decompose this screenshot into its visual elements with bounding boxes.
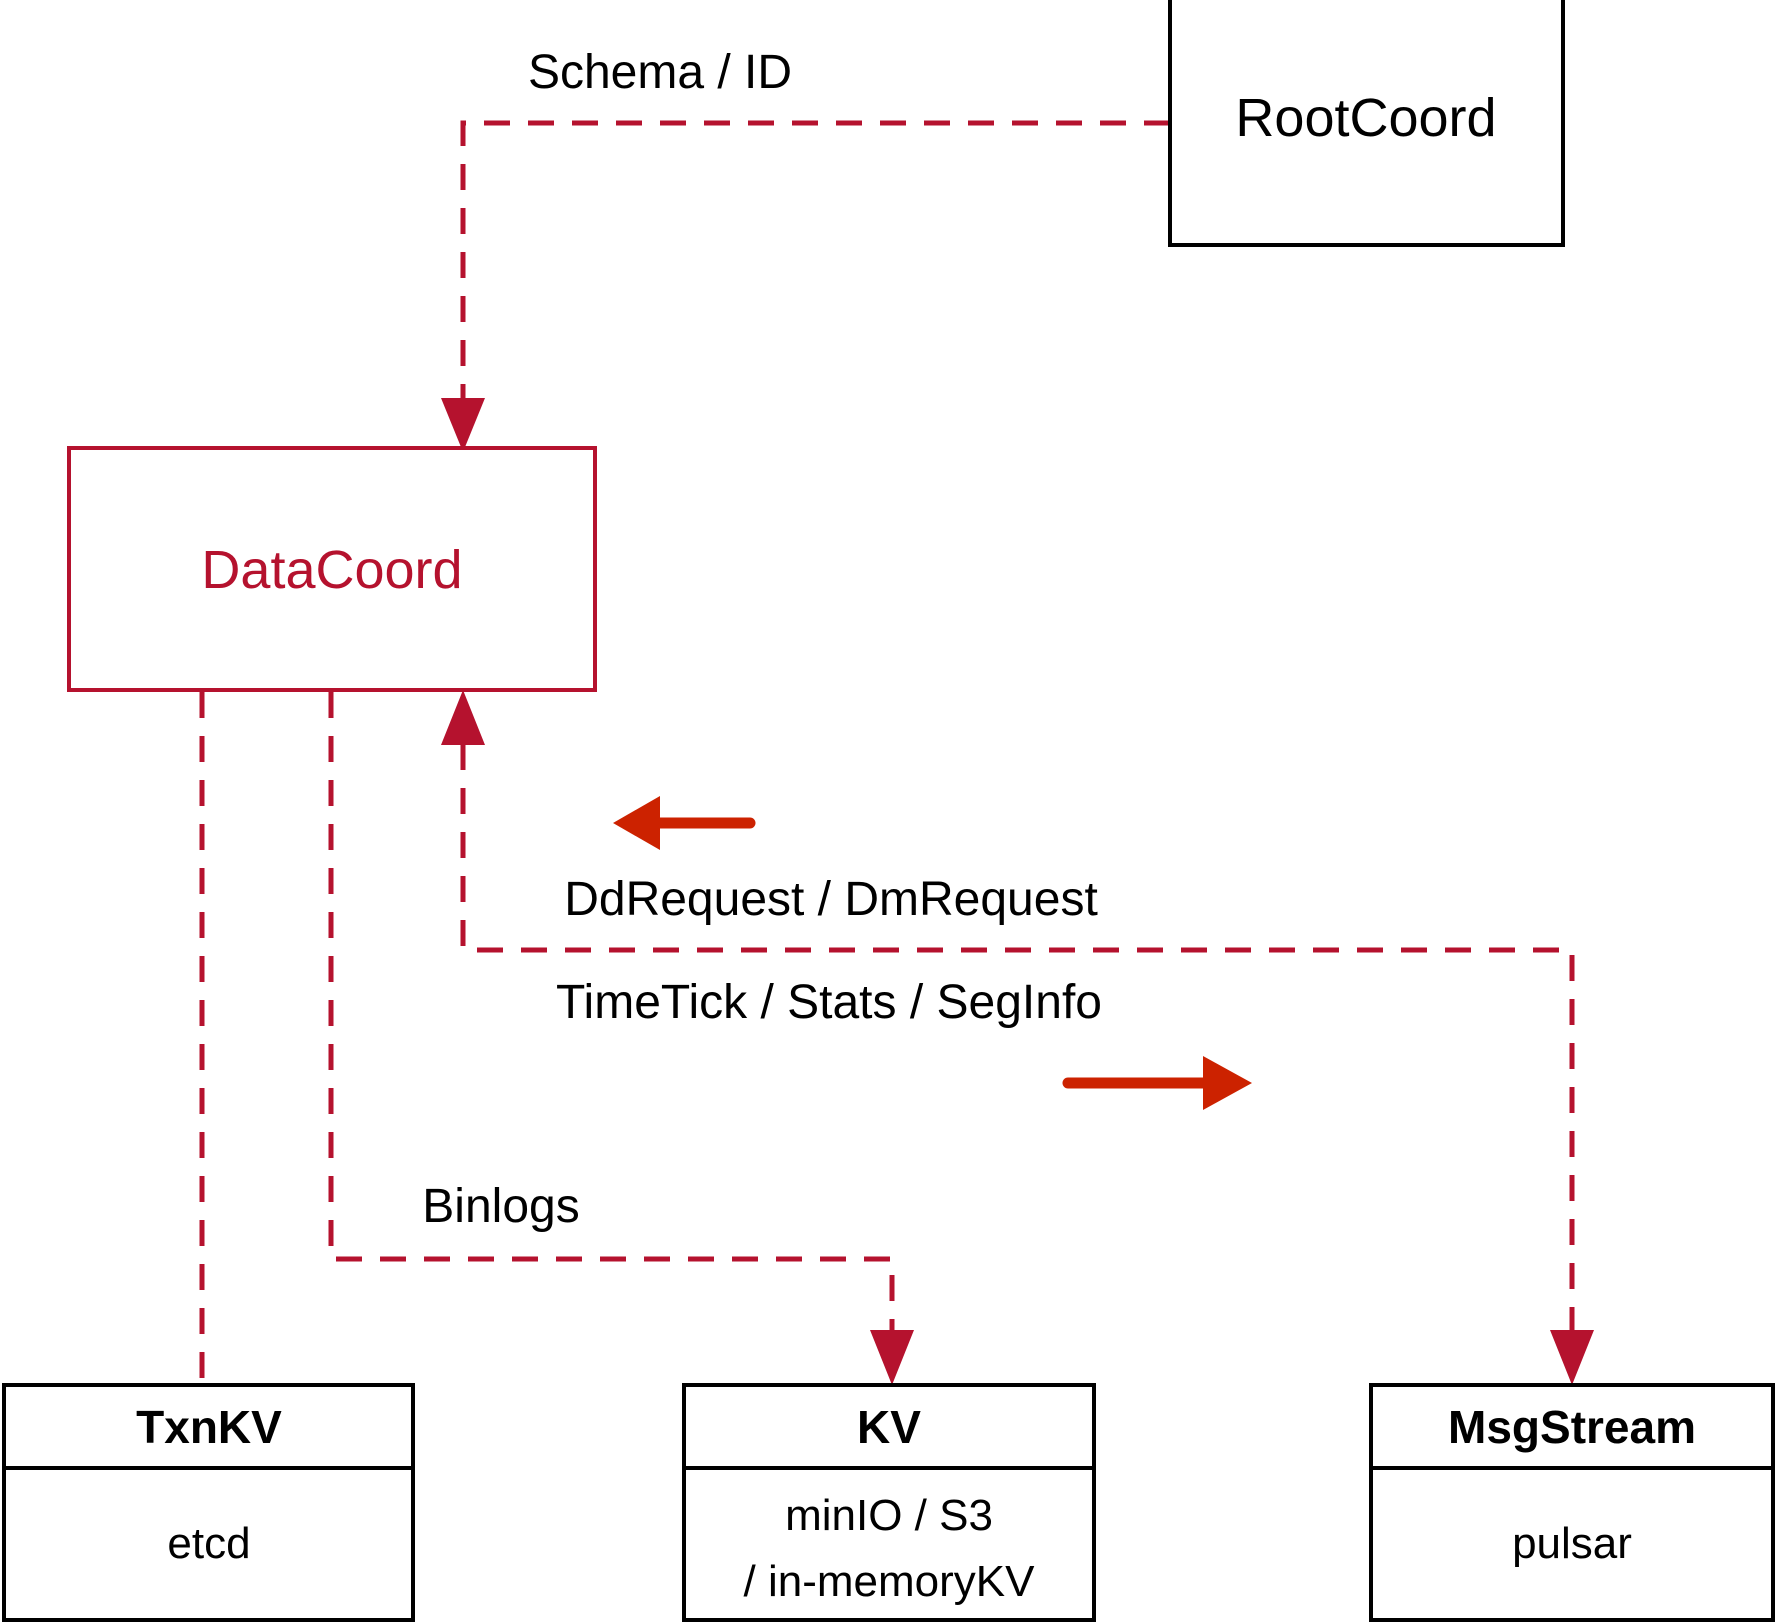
flow-arrow-left [613,796,756,850]
node-kv-sub-1: minIO / S3 [785,1491,993,1540]
edge-schema-id [441,120,1170,452]
edge-label-dd-dm-request: DdRequest / DmRequest [564,873,1098,926]
node-kv-sub-2: / in-memoryKV [744,1557,1036,1606]
edge-msgstream-link [441,690,1594,1385]
edge-schema-id-arrowhead [441,398,485,452]
node-rootcoord-label: RootCoord [1235,88,1496,148]
flow-arrow-right [1062,1056,1252,1110]
node-txnkv-title: TxnKV [136,1401,282,1453]
edge-binlogs-link [328,692,914,1385]
edge-datacoord-inbound-arrowhead [441,690,485,745]
node-kv[interactable]: KV minIO / S3 / in-memoryKV [682,1383,1096,1622]
edge-schema-id-path [460,120,1170,420]
node-datacoord-label: DataCoord [201,540,462,600]
edge-msgstream-path [460,700,1575,1352]
node-datacoord[interactable]: DataCoord [67,446,597,692]
node-rootcoord[interactable]: RootCoord [1168,0,1565,247]
node-msgstream-title: MsgStream [1448,1401,1696,1453]
edge-binlogs-path [328,692,895,1352]
node-msgstream-sub-1: pulsar [1512,1519,1632,1568]
edge-label-schema-id: Schema / ID [528,46,792,99]
node-kv-title: KV [857,1401,921,1453]
node-kv-box [682,1383,1096,1622]
node-datacoord-box [67,446,597,692]
node-txnkv-box [2,1383,415,1622]
edge-label-timetick-stats-seginfo: TimeTick / Stats / SegInfo [556,976,1102,1029]
node-msgstream[interactable]: MsgStream pulsar [1369,1383,1775,1622]
flow-arrow-right-head [1203,1056,1252,1110]
node-txnkv-sub-1: etcd [167,1519,250,1568]
edge-label-binlogs: Binlogs [422,1180,579,1233]
flow-arrow-left-head [613,796,660,850]
edge-msgstream-arrowhead [1550,1330,1594,1385]
node-rootcoord-box [1168,0,1565,247]
node-txnkv[interactable]: TxnKV etcd [2,1383,415,1622]
edge-binlogs-arrowhead [870,1330,914,1385]
node-msgstream-box [1369,1383,1775,1622]
